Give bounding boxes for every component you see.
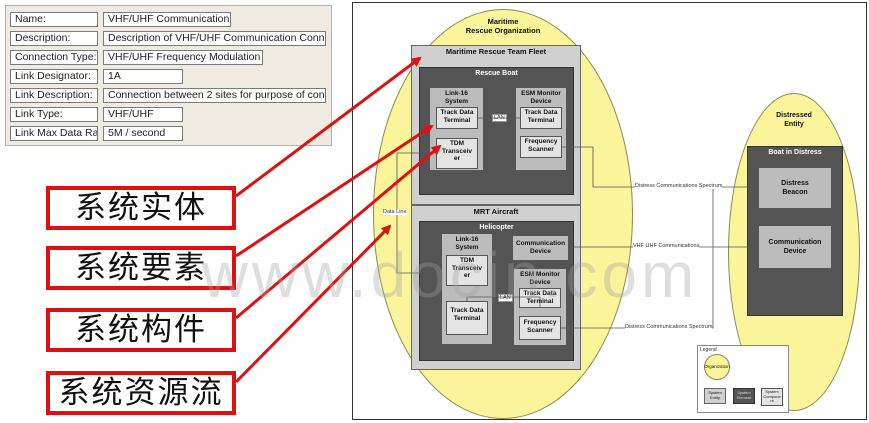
org-title-maritime: Maritime Rescue Organization	[465, 17, 541, 35]
label-system-component: 系统构件	[46, 308, 236, 352]
lan-path-helicopter	[466, 296, 541, 308]
h-tdm-transceiver	[446, 255, 488, 286]
prop-label-connection-type: Connection Type:	[10, 50, 98, 65]
legend-sys-element-label: System Element	[736, 390, 752, 400]
prop-value-link-type: VHF/UHF	[103, 107, 183, 122]
helicopter-title: Helicopter	[479, 224, 514, 231]
prop-value-description: Description of VHF/UHF Communication Con…	[103, 31, 326, 46]
distressed-entity-title: Distressed Entity	[776, 112, 812, 128]
operational-diagram: Maritime Rescue Organization Maritime Re…	[352, 2, 867, 420]
rb-link16-label: Link-16 System	[444, 90, 469, 105]
properties-panel: Name: VHF/UHF Communication Description:…	[5, 5, 332, 146]
rb-track-data-terminal	[436, 107, 478, 129]
prop-value-link-designator: 1A	[103, 69, 183, 84]
legend-sys-entity-label: System Entity	[708, 390, 722, 400]
prop-value-link-max-data-rate: 5M / second	[103, 126, 183, 141]
d-communication-device	[758, 225, 832, 269]
arrow-system-component	[235, 144, 442, 320]
label-system-element: 系统要素	[46, 246, 236, 290]
prop-label-link-designator: Link Designator:	[10, 69, 98, 84]
prop-label-name: Name:	[10, 12, 98, 27]
h-freq-label: Frequency Scanner	[523, 319, 557, 334]
rb-freq-label: Frequency Scanner	[524, 138, 558, 153]
h-tdm-label: TDM Transceiv er	[452, 257, 482, 279]
rb-tdm-label: TDM Transceiv er	[442, 140, 472, 162]
rb-esm-label: ESM Monitor Device	[521, 90, 561, 105]
prop-value-link-description: Connection between 2 sites for purpose o…	[103, 88, 326, 103]
h-link16-label: Link-16 System	[455, 236, 479, 251]
fleet-title: Maritime Rescue Team Fleet	[445, 47, 547, 56]
prop-label-description: Description:	[10, 31, 98, 46]
label-system-resource-flow: 系统资源流	[46, 371, 236, 415]
h-track-data-terminal	[446, 301, 488, 335]
prop-label-link-description: Link Description:	[10, 88, 98, 103]
rb-esm-tdt-label: Track Data Terminal	[524, 109, 558, 124]
label-system-entity: 系统实体	[46, 186, 236, 230]
rb-frequency-scanner	[520, 136, 562, 158]
h-tdt-label: Track Data Terminal	[450, 307, 484, 322]
legend-title: Legend	[700, 347, 717, 353]
lan-label-helicopter: LAN	[498, 294, 513, 302]
h-frequency-scanner	[519, 316, 561, 340]
legend-box: Legend Organization System Entity System…	[697, 345, 789, 413]
rb-esm-track-data-terminal	[520, 107, 562, 129]
rb-tdt-label: Track Data Terminal	[440, 109, 474, 124]
rescue-boat-title: Rescue Boat	[475, 70, 518, 77]
flow-dcs-top-label: Distress Communications Spectrum	[635, 183, 723, 189]
legend-sys-entity-box	[704, 388, 726, 404]
arrow-system-entity	[235, 56, 422, 198]
prop-label-link-type: Link Type:	[10, 107, 98, 122]
h-communication-device	[512, 235, 569, 261]
boat-in-distress-title: Boat in Distress	[768, 149, 822, 156]
legend-sys-component-label: System Compone nt	[763, 389, 781, 403]
rb-tdm-transceiver	[436, 138, 478, 169]
mrt-aircraft-title: MRT Aircraft	[473, 207, 519, 216]
prop-value-name: VHF/UHF Communication	[103, 12, 231, 27]
distress-beacon	[758, 167, 832, 209]
flow-dcs-bottom-label: Distress Communications Spectrum	[625, 324, 713, 330]
h-comm-label: Communication Device	[515, 240, 566, 255]
arrow-system-element	[235, 124, 434, 258]
flow-vhf-label: VHF UHF Communications	[633, 243, 700, 249]
legend-org-ellipse	[704, 354, 730, 380]
legend-sys-component-box	[761, 388, 783, 406]
data-line-label: Data Line	[383, 209, 407, 215]
d-comm-label: Communication Device	[768, 239, 822, 255]
legend-org-label: Organization	[704, 364, 730, 369]
legend-sys-element-box	[733, 388, 755, 404]
h-esm-label: ESM Monitor Device	[520, 271, 560, 286]
prop-label-link-max-data-rate: Link Max Data Rate:	[10, 126, 98, 141]
arrow-system-resource-flow	[234, 224, 392, 384]
prop-value-connection-type: VHF/UHF Frequency Modulation	[103, 50, 263, 65]
flow-dcs-bottom-path	[561, 187, 714, 329]
distress-beacon-label: Distress Beacon	[781, 180, 809, 196]
